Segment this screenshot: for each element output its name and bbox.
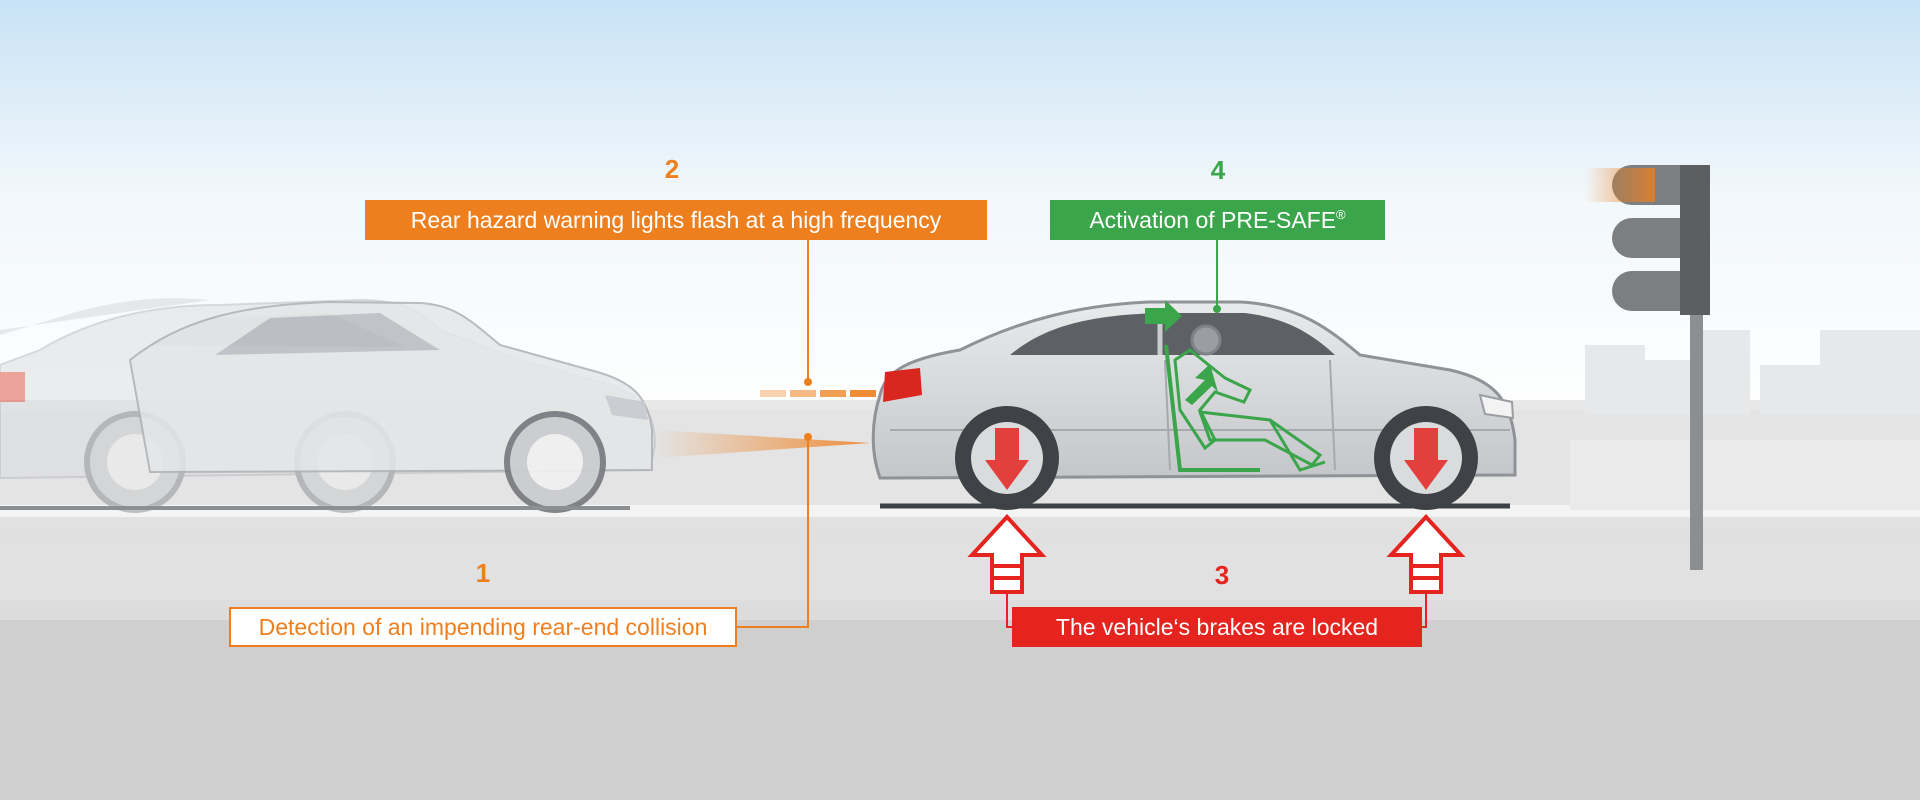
pre-safe-label: Activation of PRE-SAFE® [1050, 200, 1385, 240]
brake-lock-icon-front [1404, 428, 1448, 490]
hazard-lights-label: Rear hazard warning lights flash at a hi… [365, 200, 987, 240]
traffic-light [1585, 165, 1710, 570]
approaching-car-front [128, 300, 653, 513]
step-number-2: 2 [664, 154, 680, 184]
pre-safe-label-text: Activation of PRE-SAFE [1089, 207, 1337, 233]
skyline [1585, 330, 1920, 415]
step-number-1: 1 [475, 558, 491, 588]
step-number-4: 4 [1210, 155, 1226, 185]
step-number-3: 3 [1214, 560, 1230, 590]
brakes-label: The vehicle‘s brakes are locked [1012, 607, 1422, 647]
occupant-icon [1164, 324, 1326, 472]
up-arrow-icon-front [1386, 514, 1466, 594]
connector-lines [737, 239, 1427, 628]
seat-adjust-arrows [1145, 300, 1218, 405]
registered-mark: ® [1336, 207, 1346, 222]
hazard-light-flashes [760, 390, 876, 397]
brake-lock-icon-rear [985, 428, 1029, 490]
up-arrow-icon-rear [967, 514, 1047, 594]
detection-label: Detection of an impending rear-end colli… [229, 607, 737, 647]
